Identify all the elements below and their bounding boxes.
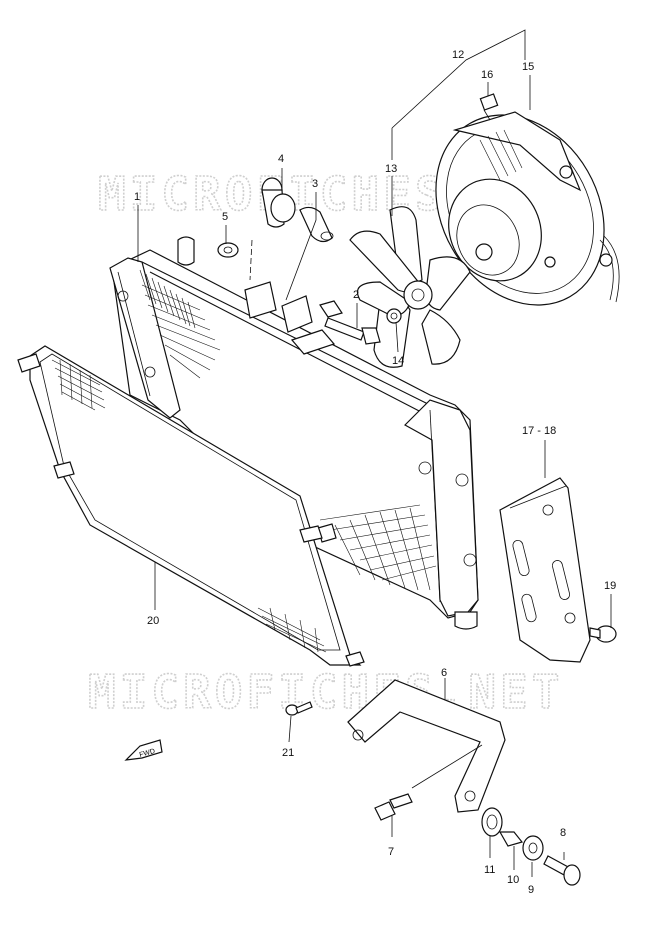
lower-bracket [347, 679, 506, 813]
callout-5: 5 [222, 211, 228, 223]
nut-14 [386, 308, 402, 324]
callout-3: 3 [312, 178, 318, 190]
screw-19 [589, 625, 617, 643]
radiator [109, 236, 479, 630]
callout-16: 16 [481, 69, 493, 81]
callout-20: 20 [147, 615, 159, 627]
radiator-fins-bottom [319, 504, 437, 591]
callout-12: 12 [452, 49, 464, 61]
collar-10 [498, 831, 524, 847]
fwd-arrow: FWD [124, 739, 163, 761]
washer-5 [217, 242, 239, 258]
callout-13: 13 [385, 163, 397, 175]
bolt-8 [543, 855, 581, 886]
callout-1: 1 [134, 191, 140, 203]
callout-11: 11 [484, 864, 495, 876]
screw-21 [285, 701, 313, 716]
watermark-bottom: MICROFICHES.NET [88, 665, 563, 719]
bolt-7 [374, 793, 413, 821]
grommet-11 [481, 807, 503, 837]
callout-6: 6 [441, 667, 447, 679]
washer-9 [522, 835, 544, 861]
callout-7: 7 [388, 846, 394, 858]
grommet-4 [261, 177, 296, 228]
callout-17-18: 17 - 18 [522, 425, 556, 437]
callout-14: 14 [392, 355, 404, 367]
callout-9: 9 [528, 884, 534, 896]
callout-21: 21 [282, 747, 294, 759]
callout-2: 2 [353, 289, 359, 301]
side-bracket [499, 477, 591, 663]
callout-10: 10 [507, 874, 519, 886]
callout-15: 15 [522, 61, 534, 73]
callout-19: 19 [604, 580, 616, 592]
fan-shroud [435, 111, 620, 306]
fwd-label: FWD [139, 748, 156, 759]
collar-3 [299, 206, 334, 243]
callouts: 1 2 3 4 5 6 7 8 9 10 11 12 13 14 15 16 1… [134, 49, 616, 896]
callout-4: 4 [278, 153, 284, 165]
radiator-fins-top [139, 269, 221, 379]
screw-16 [479, 93, 499, 121]
radiator-screen [17, 345, 365, 667]
leader-lines [137, 29, 612, 877]
callout-8: 8 [560, 827, 566, 839]
bolt-2 [324, 317, 381, 345]
